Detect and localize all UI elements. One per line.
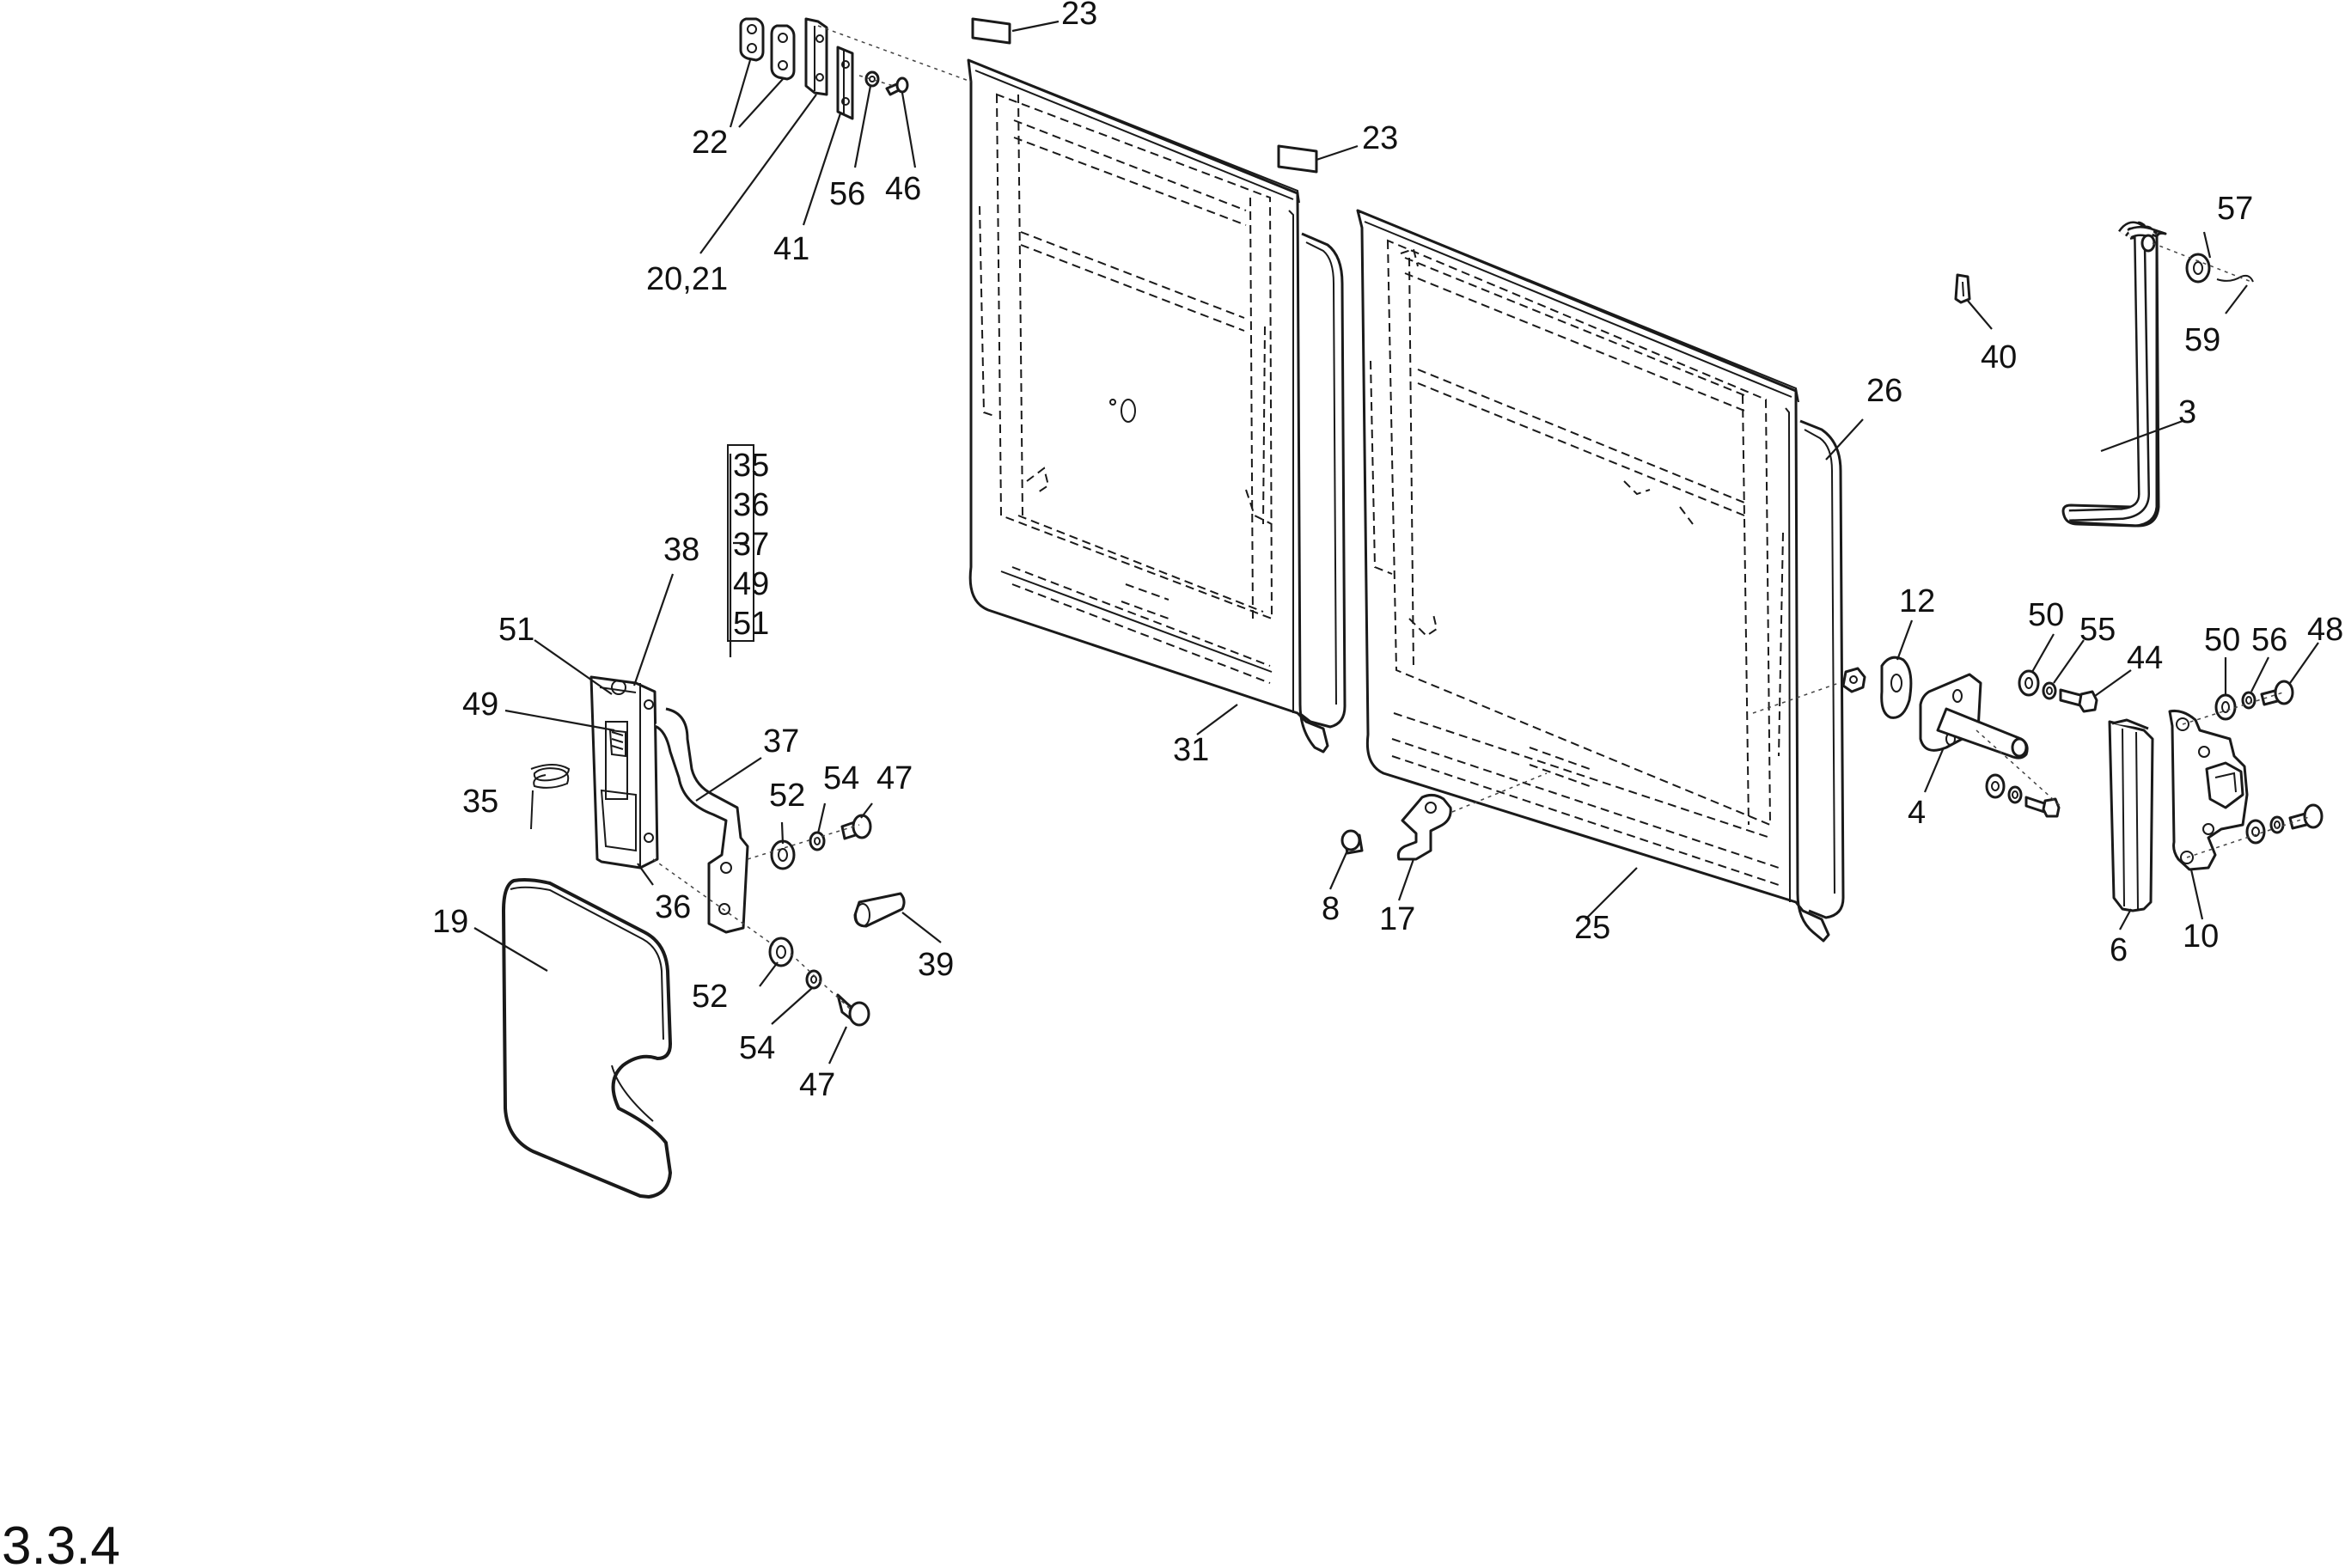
- callout-26: 26: [1866, 373, 1902, 409]
- callout-56-top: 56: [829, 176, 865, 212]
- callout-52-b: 52: [692, 979, 728, 1015]
- callout-4: 4: [1908, 795, 1926, 831]
- part-list-box: [727, 444, 754, 642]
- list-37: 37: [733, 527, 769, 563]
- callout-36: 36: [655, 889, 691, 925]
- callout-55: 55: [2079, 612, 2116, 648]
- callout-38: 38: [663, 532, 699, 568]
- rod-3: [2061, 221, 2167, 528]
- callout-39: 39: [918, 947, 954, 983]
- callout-19: 19: [432, 904, 468, 940]
- washer-50-a: [2018, 669, 2040, 697]
- knob-39: [853, 892, 906, 928]
- hinge-41: [836, 46, 854, 120]
- callout-23-b: 23: [1362, 120, 1398, 156]
- callout-10: 10: [2183, 918, 2219, 955]
- callout-46: 46: [885, 171, 921, 207]
- washer-lower-d: [2269, 815, 2285, 834]
- callout-51: 51: [498, 612, 534, 648]
- list-51: 51: [733, 606, 769, 642]
- label-plate-23-a: [971, 17, 1011, 45]
- latch-10: [2168, 710, 2249, 871]
- hinge-plate-22-group: [739, 17, 796, 81]
- callout-44: 44: [2127, 640, 2163, 676]
- list-36: 36: [733, 487, 769, 523]
- callout-41: 41: [773, 231, 809, 267]
- bolt-44: [2059, 688, 2098, 713]
- list-49: 49: [733, 566, 769, 602]
- pin-59: [2216, 274, 2254, 283]
- spring-49: [611, 731, 624, 750]
- callout-22: 22: [692, 125, 728, 161]
- bracket-17: [1396, 793, 1452, 861]
- washer-lower-b: [2007, 785, 2023, 804]
- callout-52-a: 52: [769, 778, 805, 814]
- bolt-lower: [2024, 796, 2061, 818]
- callout-23-a: 23: [1061, 0, 1097, 32]
- callout-3: 3: [2178, 394, 2196, 430]
- hinge-20-21: [804, 17, 828, 96]
- callout-49: 49: [462, 686, 498, 723]
- screw-lower: [2288, 803, 2324, 830]
- screw-46: [885, 76, 909, 96]
- callout-54-a: 54: [823, 760, 859, 796]
- cover-plate-19: [502, 878, 672, 1199]
- callout-35: 35: [462, 784, 498, 820]
- leader-lines: [473, 20, 2319, 1065]
- callout-12: 12: [1899, 583, 1935, 619]
- washer-54-a: [809, 831, 826, 851]
- callout-47-a: 47: [876, 760, 913, 796]
- door-panel-31: [967, 58, 1347, 753]
- list-35: 35: [733, 448, 769, 484]
- callout-8: 8: [1322, 891, 1340, 927]
- pad-12: [1880, 656, 1913, 719]
- bolt-8: [1340, 829, 1364, 855]
- callout-47-b: 47: [799, 1067, 835, 1103]
- washer-52-b: [768, 937, 794, 967]
- lever-37: [654, 707, 749, 934]
- spring-35: [530, 764, 571, 830]
- callout-57: 57: [2217, 191, 2253, 227]
- callout-50-a: 50: [2028, 597, 2064, 633]
- washer-56-top: [864, 70, 880, 88]
- washer-57: [2185, 253, 2211, 284]
- clip-40: [1954, 273, 1971, 304]
- callout-40: 40: [1981, 339, 2017, 375]
- callout-31: 31: [1173, 732, 1209, 768]
- callout-48: 48: [2307, 612, 2343, 648]
- screw-47-a: [840, 814, 872, 840]
- label-plate-23-b: [1277, 144, 1318, 174]
- washer-55: [2042, 681, 2057, 700]
- callout-50-b: 50: [2204, 622, 2240, 658]
- nut-small: [1841, 667, 1866, 693]
- callout-17: 17: [1379, 901, 1415, 937]
- washer-lower-c: [2245, 819, 2266, 845]
- callout-25: 25: [1574, 910, 1610, 946]
- washer-lower-a: [1985, 773, 2006, 799]
- callout-59: 59: [2184, 322, 2220, 358]
- figure-reference: 3.3.4: [2, 1516, 120, 1568]
- lock-body-38: [589, 675, 659, 869]
- screw-47-b: [836, 993, 870, 1027]
- callout-54-b: 54: [739, 1030, 775, 1066]
- callout-20-21: 20,21: [646, 261, 728, 297]
- screw-48: [2260, 680, 2294, 706]
- callout-37: 37: [763, 723, 799, 760]
- washer-56-b: [2241, 691, 2256, 710]
- washer-50-b: [2214, 693, 2237, 721]
- guide-rail-6: [2108, 718, 2154, 912]
- washer-52-a: [770, 839, 796, 870]
- door-panel-25: [1356, 209, 1845, 943]
- pin-plate-4: [1919, 673, 2029, 760]
- callout-6: 6: [2110, 932, 2128, 968]
- callout-56-b: 56: [2251, 622, 2287, 658]
- washer-54-b: [805, 969, 822, 990]
